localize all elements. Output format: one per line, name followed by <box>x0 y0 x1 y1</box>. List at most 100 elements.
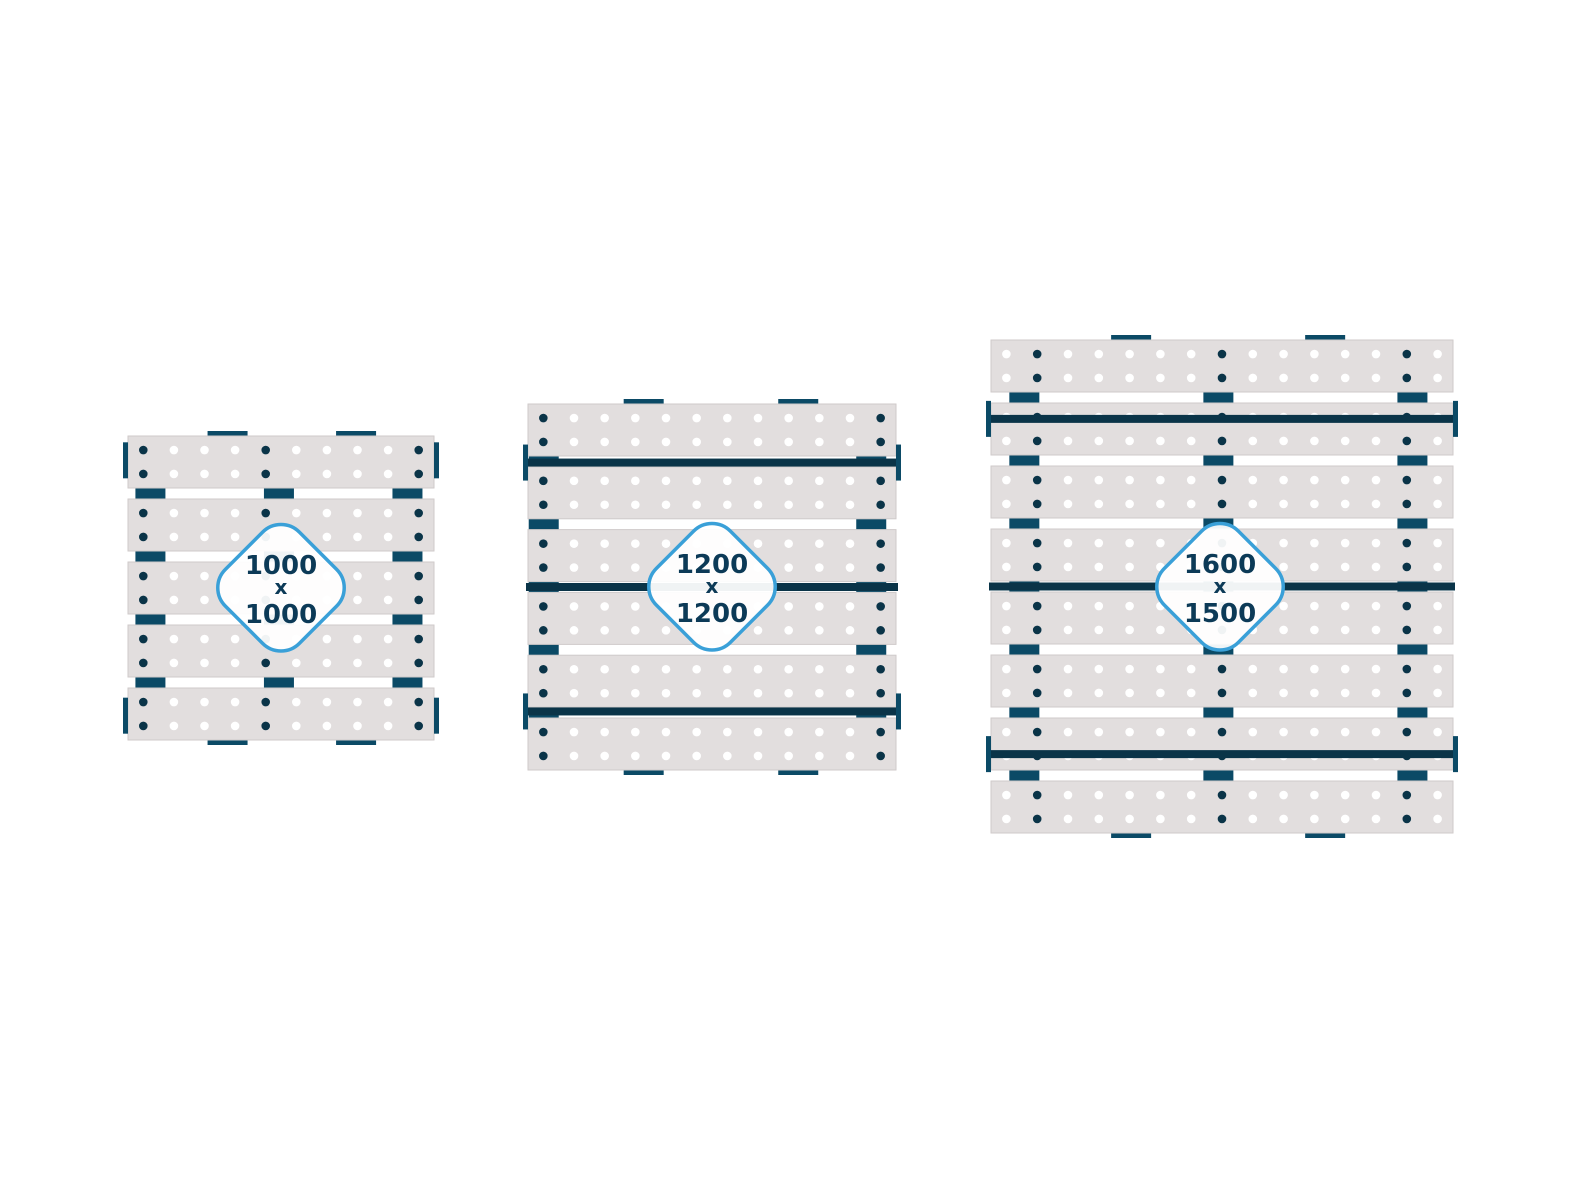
slot-hole <box>1063 814 1073 824</box>
slot-hole <box>1279 814 1288 824</box>
slot-hole <box>600 751 609 761</box>
badge-shape <box>1155 521 1285 652</box>
slot-hole <box>292 721 301 731</box>
slot-hole <box>414 697 424 707</box>
slot-hole <box>1094 727 1104 737</box>
slot-hole <box>845 727 855 737</box>
slat-7 <box>990 780 1454 834</box>
slot-hole <box>1402 349 1412 359</box>
slot-hole <box>1433 625 1442 635</box>
slot-hole <box>200 571 209 581</box>
slot-hole <box>353 595 362 605</box>
slot-hole <box>169 595 179 605</box>
slot-hole <box>1032 475 1042 485</box>
slot-hole <box>1032 562 1042 572</box>
slot-hole <box>1340 664 1350 674</box>
slot-hole <box>815 751 824 761</box>
slot-hole <box>1433 562 1442 572</box>
slot-hole <box>1094 562 1104 572</box>
slot-hole <box>784 751 793 761</box>
slot-hole <box>1125 727 1134 737</box>
slot-hole <box>1063 625 1073 635</box>
slot-hole <box>292 697 301 707</box>
slot-hole <box>1217 499 1227 509</box>
slot-hole <box>845 413 855 423</box>
slot-hole <box>815 539 824 548</box>
side-bracket-right-0 <box>1453 400 1458 437</box>
slot-hole <box>1063 727 1073 737</box>
badge-depth-text: 1200 <box>676 599 748 629</box>
slot-hole <box>1433 499 1442 509</box>
slot-hole <box>261 508 271 518</box>
slot-hole <box>353 658 362 668</box>
slot-hole <box>845 602 855 611</box>
slot-hole <box>200 532 209 542</box>
slot-hole <box>1371 625 1381 635</box>
slot-hole <box>383 445 393 455</box>
slot-hole <box>1217 475 1227 485</box>
slot-hole <box>1032 790 1042 800</box>
slot-hole <box>1248 664 1258 674</box>
slot-hole <box>600 626 609 635</box>
slot-hole <box>569 500 579 510</box>
slot-hole <box>1371 727 1381 737</box>
slot-hole <box>230 469 240 479</box>
slot-hole <box>661 500 671 510</box>
slot-hole <box>139 721 148 731</box>
slot-hole <box>322 469 332 479</box>
slot-hole <box>383 571 393 581</box>
slot-hole <box>139 469 148 479</box>
slot-hole <box>1279 625 1288 635</box>
slot-hole <box>661 539 671 548</box>
slot-hole <box>200 595 209 605</box>
slot-hole <box>200 445 209 455</box>
slot-hole <box>1063 349 1073 359</box>
slot-hole <box>631 563 640 572</box>
badge-width-text: 1000 <box>245 551 317 581</box>
slot-hole <box>1310 538 1319 548</box>
slot-hole <box>1032 625 1042 635</box>
slot-hole <box>631 437 640 447</box>
slot-hole <box>1402 814 1412 824</box>
slot-hole <box>1248 688 1258 698</box>
slot-hole <box>723 664 732 674</box>
slot-hole <box>353 469 362 479</box>
slot-hole <box>876 602 885 611</box>
slot-hole <box>1125 562 1134 572</box>
slot-hole <box>876 664 885 674</box>
slot-hole <box>1032 814 1042 824</box>
slot-hole <box>815 727 824 737</box>
slot-hole <box>1094 373 1104 383</box>
side-bracket-left-1 <box>123 697 128 734</box>
slot-hole <box>200 469 209 479</box>
slot-hole <box>1310 499 1319 509</box>
slot-hole <box>845 563 855 572</box>
slot-hole <box>1002 601 1011 611</box>
slot-hole <box>353 508 362 518</box>
slot-hole <box>1125 790 1134 800</box>
slot-hole <box>383 721 393 731</box>
slot-hole <box>139 634 148 644</box>
slot-hole <box>723 413 732 423</box>
rail-2 <box>526 707 898 716</box>
slot-hole <box>723 688 732 698</box>
slot-hole <box>1340 814 1350 824</box>
slot-hole <box>169 445 179 455</box>
slot-hole <box>292 508 301 518</box>
slot-hole <box>1402 562 1412 572</box>
slot-hole <box>1094 790 1104 800</box>
slot-hole <box>230 658 240 668</box>
badge-depth-text: 1000 <box>245 600 317 630</box>
slot-hole <box>1063 601 1073 611</box>
slat-4 <box>527 654 897 708</box>
slot-hole <box>414 532 424 542</box>
slot-hole <box>1125 436 1134 446</box>
slot-hole <box>1217 688 1227 698</box>
slot-hole <box>753 437 763 447</box>
slot-hole <box>292 658 301 668</box>
slot-hole <box>1002 538 1011 548</box>
slot-hole <box>414 469 424 479</box>
slot-hole <box>383 634 393 644</box>
